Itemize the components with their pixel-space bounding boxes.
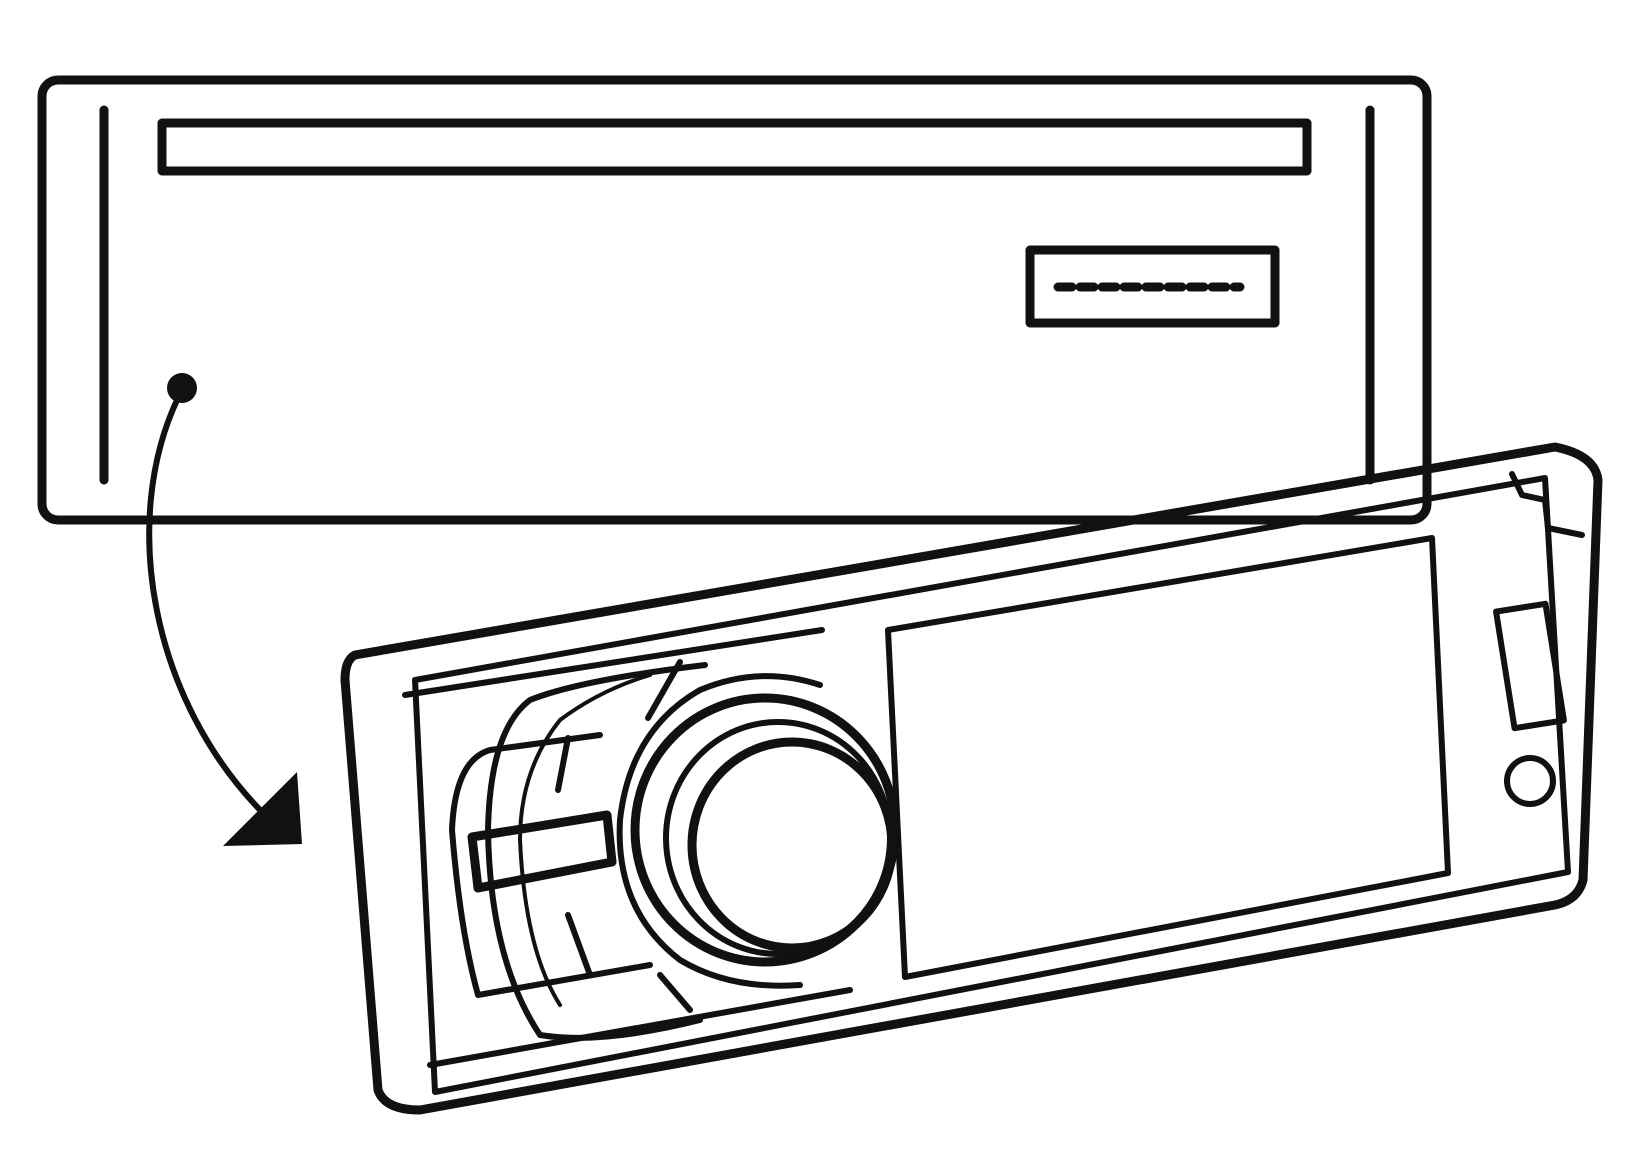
arrow-head [223, 772, 302, 846]
aux-jack [1504, 755, 1556, 807]
knob-collar [616, 673, 823, 989]
faceplate-bevel [412, 475, 1571, 1095]
chassis-frame [37, 75, 1432, 525]
volume-knob-icon [630, 693, 900, 967]
detachable-faceplate [340, 442, 1603, 1115]
control-cluster-lower-edge [427, 987, 853, 1068]
release-button [467, 810, 617, 893]
arrow-arc [146, 395, 268, 818]
faceplate-outer [340, 442, 1603, 1115]
disc-slot [157, 118, 1312, 176]
release-dot [167, 373, 197, 403]
key-divider-bottom-2 [657, 972, 693, 1013]
key-divider-bottom-1 [565, 912, 593, 978]
connector-port [1025, 245, 1280, 328]
left-key-block [449, 732, 653, 998]
control-cluster-outline [402, 627, 825, 698]
chassis-unit [37, 75, 1432, 525]
faceplate-corner-tab [1509, 471, 1585, 538]
usb-slot [1493, 600, 1567, 732]
key-divider-top-1 [555, 735, 571, 793]
display-screen [885, 535, 1451, 980]
key-divider-top-2 [645, 659, 683, 721]
knob-cap [687, 737, 897, 953]
button-ring-inner [518, 673, 652, 1007]
rotation-arrow-icon [146, 395, 302, 846]
